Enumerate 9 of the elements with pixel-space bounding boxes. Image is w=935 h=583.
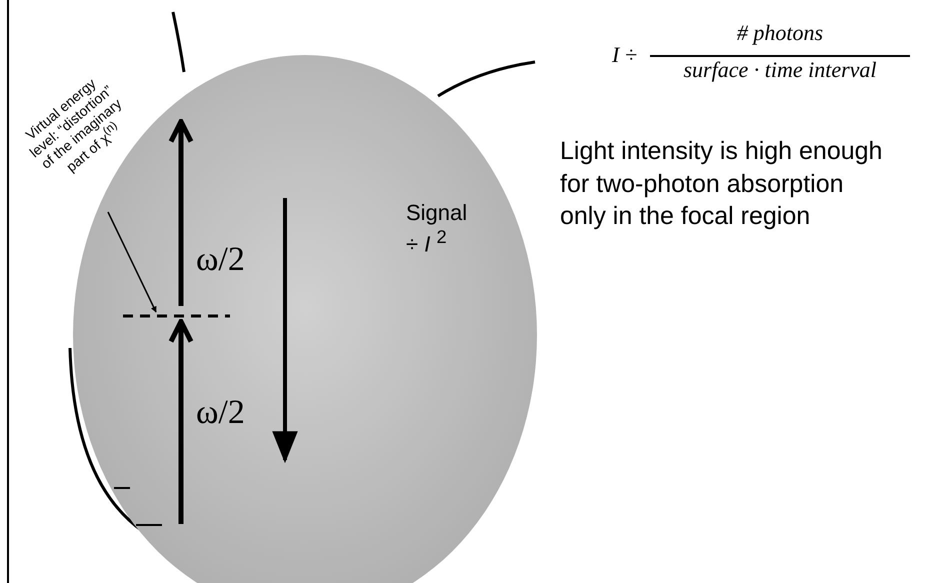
energy-label: ω/2: [196, 393, 246, 433]
signal-label: Signal ÷ I $^{2}$: [406, 200, 468, 258]
description-text: Light intensity is high enough for two-photon absorption only in the focal region: [560, 136, 884, 232]
formula-text: I ÷: [612, 42, 638, 68]
formula-denominator: surface · time interval: [650, 55, 910, 84]
leader-line: [107, 212, 157, 313]
energy-label: ω/2: [196, 240, 246, 280]
formula-numerator: # photons: [736, 20, 824, 46]
virtual-level-line: [123, 314, 230, 318]
